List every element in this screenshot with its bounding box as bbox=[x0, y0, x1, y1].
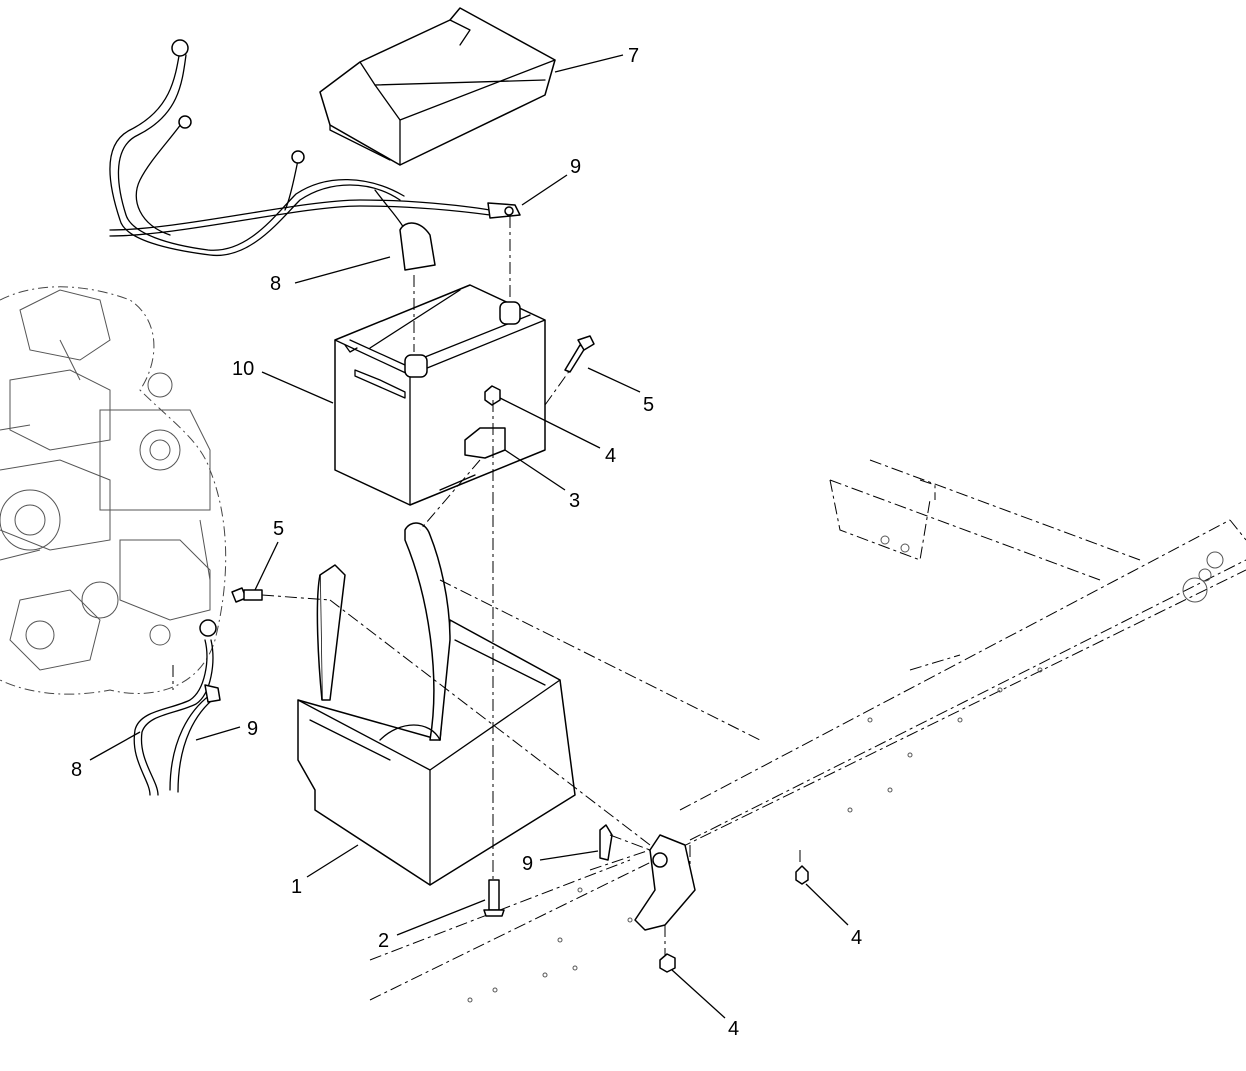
upper-cable-harness bbox=[109, 39, 521, 271]
callout-9-top: 9 bbox=[570, 156, 581, 178]
callout-4-upper: 4 bbox=[605, 445, 616, 467]
hold-down-bolt-lower bbox=[231, 587, 263, 603]
battery-cover bbox=[319, 7, 556, 166]
callout-3: 3 bbox=[569, 490, 580, 512]
cable-clamp bbox=[599, 824, 613, 861]
frame-bracket bbox=[634, 834, 696, 931]
alignment-lines bbox=[172, 216, 801, 955]
nut-right bbox=[795, 865, 809, 885]
callout-9-right: 9 bbox=[522, 853, 533, 875]
callout-5-upper: 5 bbox=[643, 394, 654, 416]
engine-phantom bbox=[0, 286, 227, 695]
callout-10: 10 bbox=[232, 358, 254, 380]
callout-2: 2 bbox=[378, 930, 389, 952]
lower-cables bbox=[133, 619, 221, 796]
carriage-bolt bbox=[483, 879, 505, 917]
callout-8-left: 8 bbox=[71, 759, 82, 781]
leader-lines bbox=[89, 54, 849, 1019]
frame-rail-phantom bbox=[369, 459, 1246, 1003]
callout-1: 1 bbox=[291, 876, 302, 898]
callouts: 7 9 8 10 5 4 3 5 9 8 1 9 2 4 4 bbox=[71, 45, 862, 1040]
callout-9-left: 9 bbox=[247, 718, 258, 740]
battery bbox=[334, 284, 546, 506]
hold-down-bolt-upper bbox=[564, 335, 595, 373]
callout-4-right: 4 bbox=[851, 927, 862, 949]
battery-tray bbox=[297, 522, 576, 886]
callout-7: 7 bbox=[628, 45, 639, 67]
callout-8-top: 8 bbox=[270, 273, 281, 295]
callout-5-lower: 5 bbox=[273, 518, 284, 540]
callout-4-bottom: 4 bbox=[728, 1018, 739, 1040]
nut-upper bbox=[484, 385, 501, 406]
nut-bottom bbox=[659, 953, 676, 973]
